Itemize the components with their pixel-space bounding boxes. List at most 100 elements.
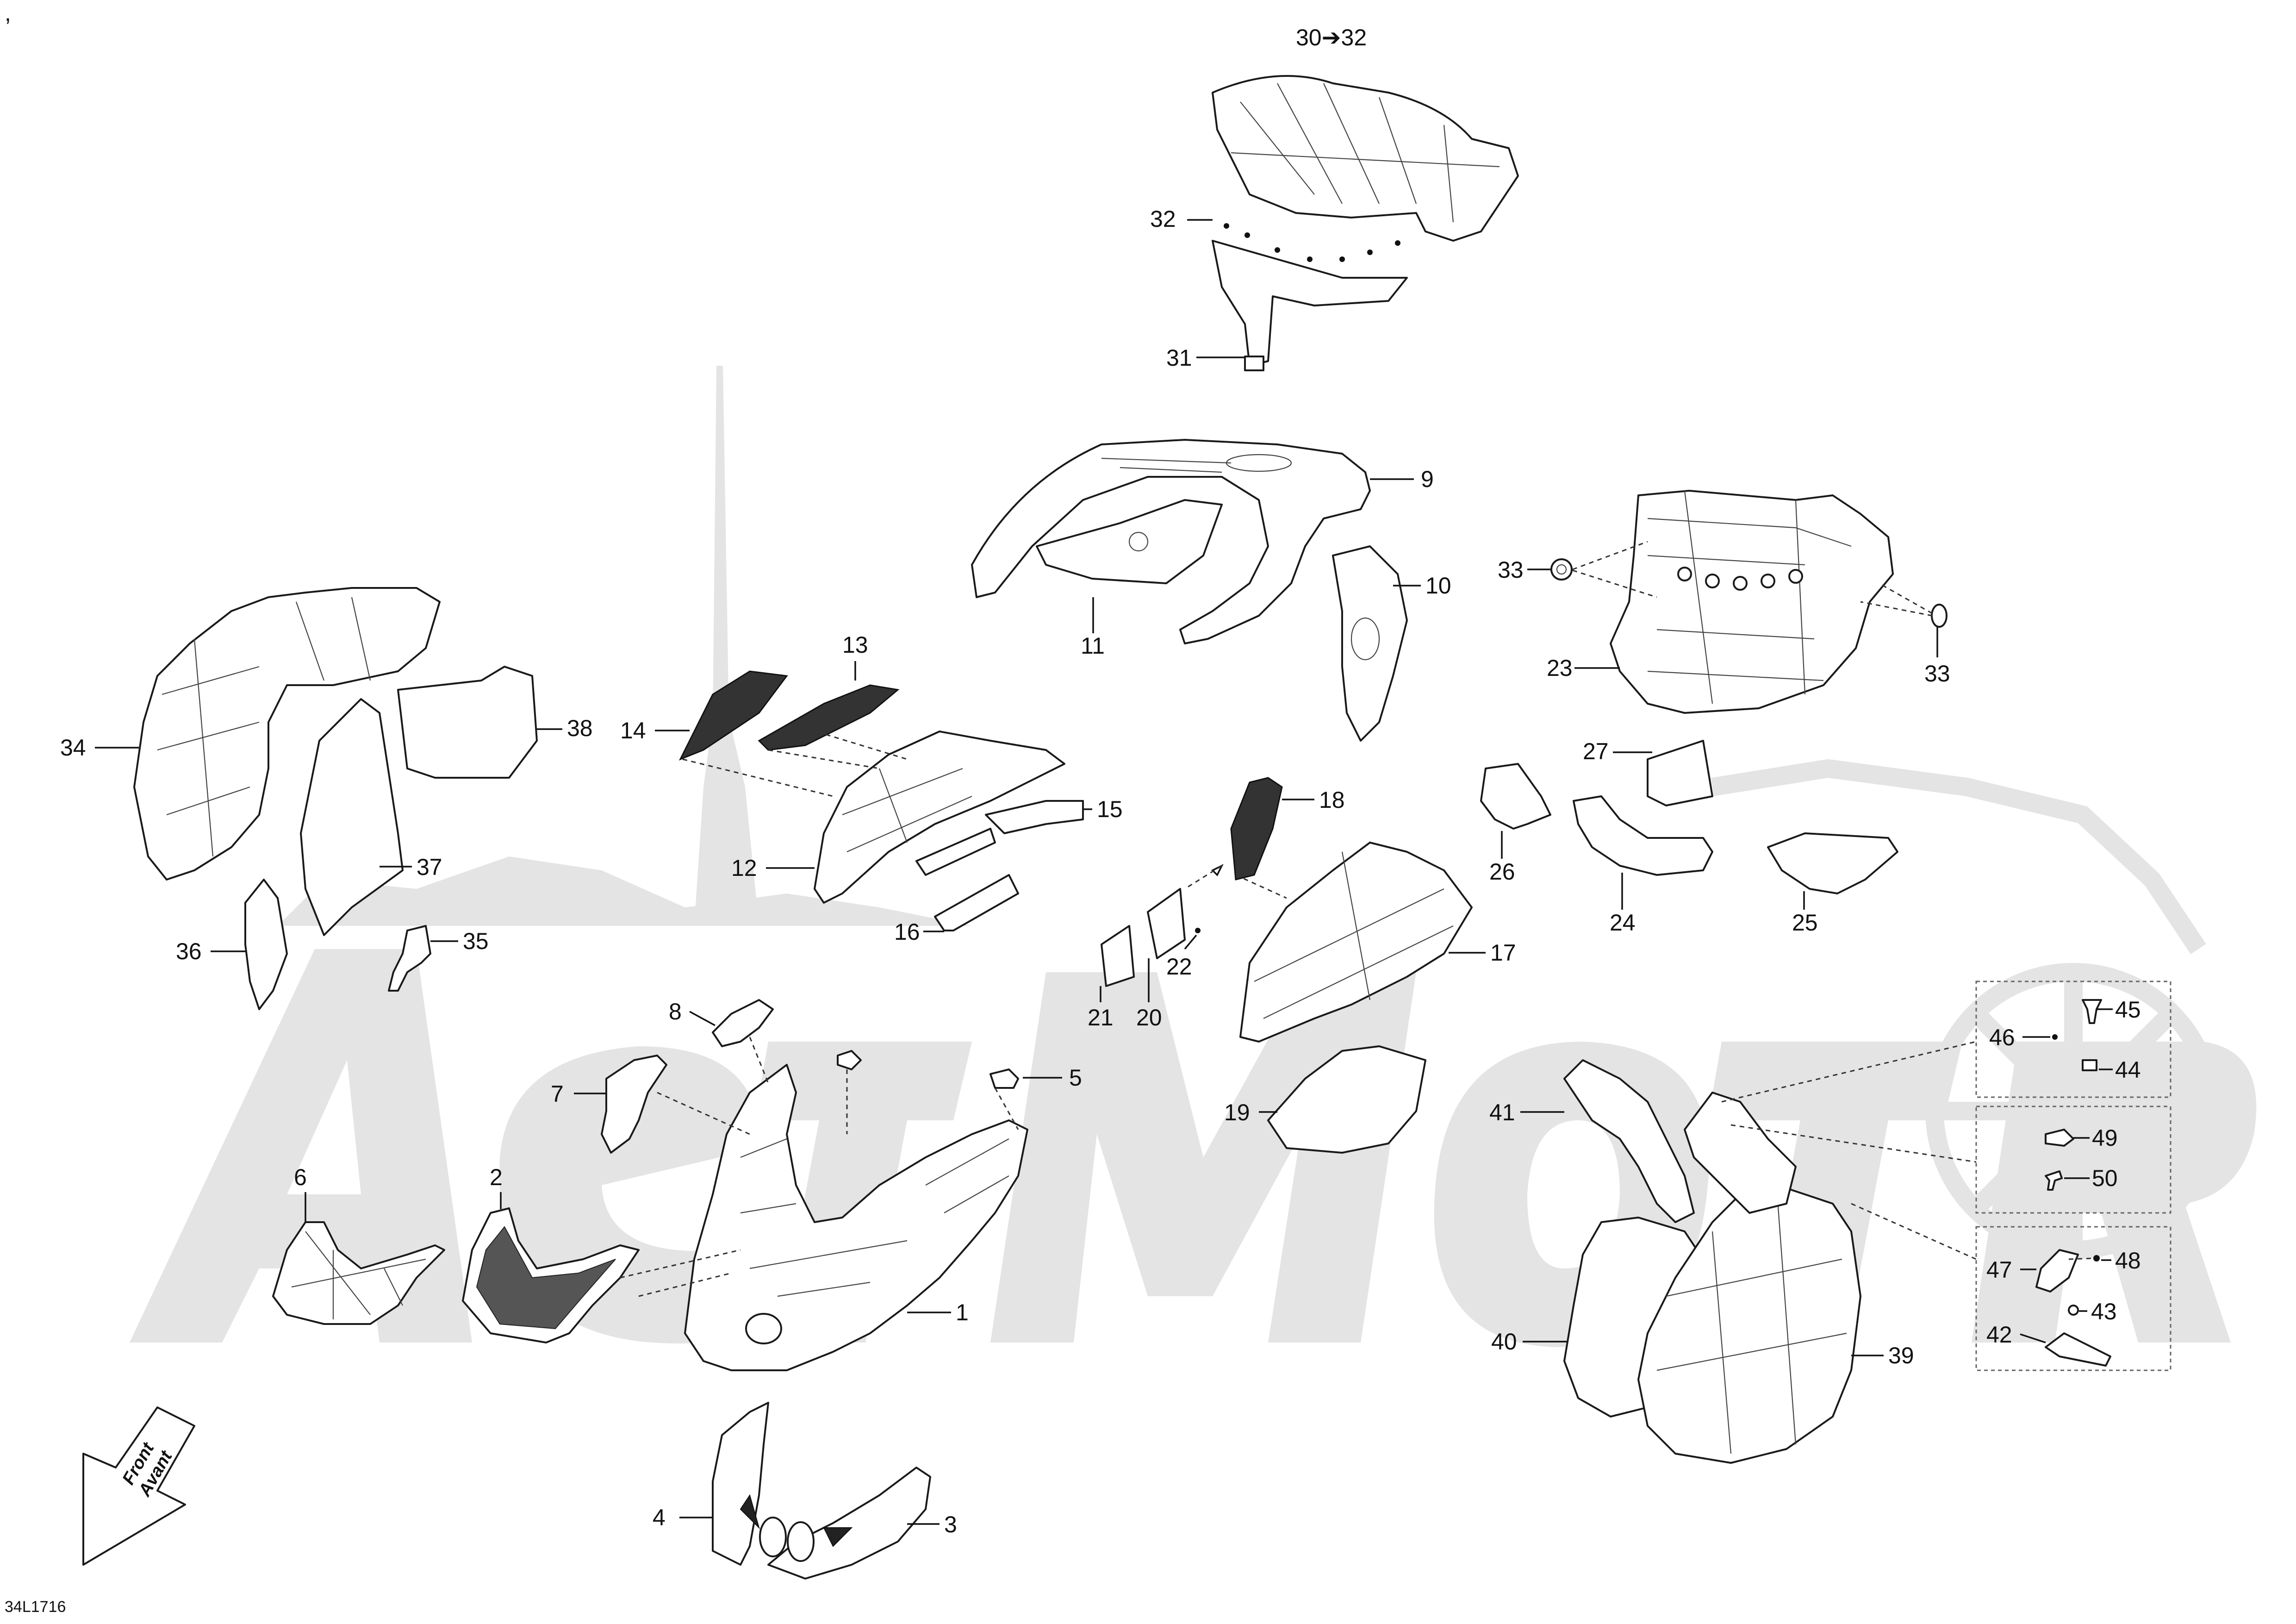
trim-16: [934, 874, 1019, 931]
headlight-housing-23: [1610, 490, 1894, 714]
panel-37: [300, 698, 404, 936]
bracket-42: [2045, 1332, 2111, 1367]
side-panel-10: [1332, 545, 1408, 742]
drawing-code: 34L1716: [5, 1598, 66, 1616]
center-cover-12: [814, 731, 1065, 904]
vent-8: [712, 999, 774, 1047]
callout-43: 43: [2091, 1299, 2117, 1324]
callout-48: 48: [2115, 1248, 2141, 1274]
callout-6: 6: [294, 1164, 307, 1190]
corner-mark: ,: [5, 0, 11, 26]
bracket-35: [388, 925, 431, 992]
callout-33-left: 33: [1498, 557, 1524, 583]
callout-32: 32: [1150, 206, 1176, 232]
windshield-part-30: [1212, 75, 1519, 242]
callout-25: 25: [1792, 910, 1818, 936]
trim-4: [712, 1402, 769, 1566]
callout-16: 16: [894, 919, 920, 945]
panel-38: [397, 666, 538, 779]
trim-15: [985, 800, 1084, 834]
upper-console-9: [971, 439, 1371, 644]
callout-35: 35: [463, 928, 489, 954]
trim-3: [767, 1467, 931, 1580]
callout-8: 8: [669, 999, 682, 1024]
callout-17: 17: [1490, 940, 1516, 966]
callout-42: 42: [1986, 1322, 2012, 1348]
callout-36: 36: [176, 938, 202, 964]
trim-24: [1573, 795, 1713, 876]
grommet-33-left: [1550, 558, 1573, 581]
grille-13: [758, 684, 900, 751]
inner-panel-17: [1239, 842, 1473, 1043]
trim-19: [1267, 1045, 1426, 1154]
trim-25: [1767, 832, 1898, 894]
pad-21: [1101, 925, 1135, 987]
callout-12: 12: [731, 855, 757, 881]
shroud-39: [1637, 1184, 1861, 1464]
washer-48: [2093, 1255, 2100, 1262]
callout-39: 39: [1888, 1343, 1914, 1368]
callout-15: 15: [1097, 796, 1123, 822]
callout-49: 49: [2092, 1125, 2118, 1151]
headlight-housing-assembly: 33 33 23: [1498, 490, 1950, 714]
callout-5: 5: [1069, 1065, 1082, 1091]
callout-27: 27: [1583, 738, 1609, 764]
callout-7: 7: [551, 1081, 564, 1107]
hardware-box-49-50: 49 50: [1975, 1106, 2172, 1214]
callout-30-32: 30➔32: [1296, 25, 1367, 50]
callout-22: 22: [1166, 954, 1192, 980]
callout-44: 44: [2115, 1057, 2141, 1083]
clip-49: [2045, 1129, 2074, 1147]
trim-27: [1647, 740, 1713, 806]
hardware-box-44-46: 45 46 44: [1975, 981, 2172, 1098]
side-fairing-34: [133, 587, 441, 881]
trim-26: [1480, 763, 1551, 830]
callout-18: 18: [1319, 787, 1345, 813]
callout-33-right: 33: [1924, 661, 1950, 687]
callout-47: 47: [1986, 1257, 2012, 1283]
screw-50: [2045, 1170, 2063, 1191]
front-fascia-1: [684, 1064, 1028, 1371]
front-fascia-assembly: 1 2 6 7 8 5: [272, 999, 1082, 1371]
upper-panel-assembly: 9 10 11: [971, 439, 1451, 742]
callout-3: 3: [944, 1512, 957, 1537]
callout-23: 23: [1547, 655, 1573, 681]
hardware-box-42-48: 48 47 43 42: [1975, 1226, 2172, 1371]
windshield-deflector-31: [1212, 240, 1408, 367]
callout-50: 50: [2092, 1165, 2118, 1191]
callout-20: 20: [1136, 1005, 1162, 1031]
cover-41: [1563, 1059, 1695, 1223]
pad-20: [1147, 888, 1186, 959]
grommet-33-right: [1931, 604, 1948, 628]
callout-26: 26: [1489, 859, 1515, 885]
callout-21: 21: [1088, 1005, 1114, 1031]
callout-19: 19: [1224, 1099, 1250, 1125]
front-lower-trims: 4 3: [653, 1402, 957, 1580]
callout-45: 45: [2115, 997, 2141, 1023]
panel-36: [244, 879, 288, 1010]
grille-18: [1230, 777, 1283, 881]
clip-5: [989, 1068, 1019, 1089]
shroud-39-top: [1684, 1092, 1797, 1214]
watermark-skyline: [278, 856, 972, 926]
callout-2: 2: [490, 1164, 503, 1190]
callout-9: 9: [1421, 466, 1434, 492]
trim-15b: [915, 828, 996, 876]
callout-13: 13: [842, 632, 868, 658]
rivet-45: [2082, 999, 2102, 1024]
small-trims: 27 26 24 25: [1480, 738, 1898, 936]
callout-24: 24: [1610, 910, 1636, 936]
fastener-22: [1195, 928, 1201, 933]
windshield-fasteners-32: [1224, 223, 1400, 262]
callout-14: 14: [620, 718, 646, 743]
center-upper-parts: 13 14 12 15 16: [620, 632, 1123, 945]
washer-46: [2052, 1034, 2058, 1040]
callout-37: 37: [417, 854, 442, 880]
bracket-47: [2035, 1249, 2079, 1293]
watermark-motorcycle-frame: [1711, 759, 2206, 955]
callout-38: 38: [567, 715, 593, 741]
bracket-7: [601, 1055, 667, 1154]
callout-46: 46: [1989, 1024, 2015, 1050]
callout-10: 10: [1425, 573, 1451, 599]
